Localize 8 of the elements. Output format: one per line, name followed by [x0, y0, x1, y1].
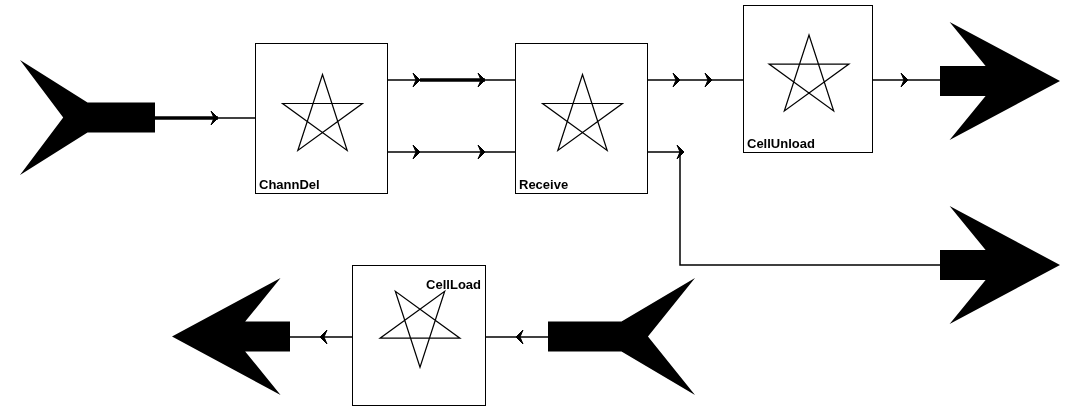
actor-block	[743, 5, 873, 153]
actor-block	[515, 43, 648, 194]
block-label: Receive	[519, 178, 569, 191]
actor-block	[352, 265, 486, 406]
block-label: CellLoad	[426, 278, 481, 291]
actor-block	[255, 43, 388, 194]
block-label: ChannDel	[259, 178, 320, 191]
block-label: CellUnload	[747, 137, 815, 150]
